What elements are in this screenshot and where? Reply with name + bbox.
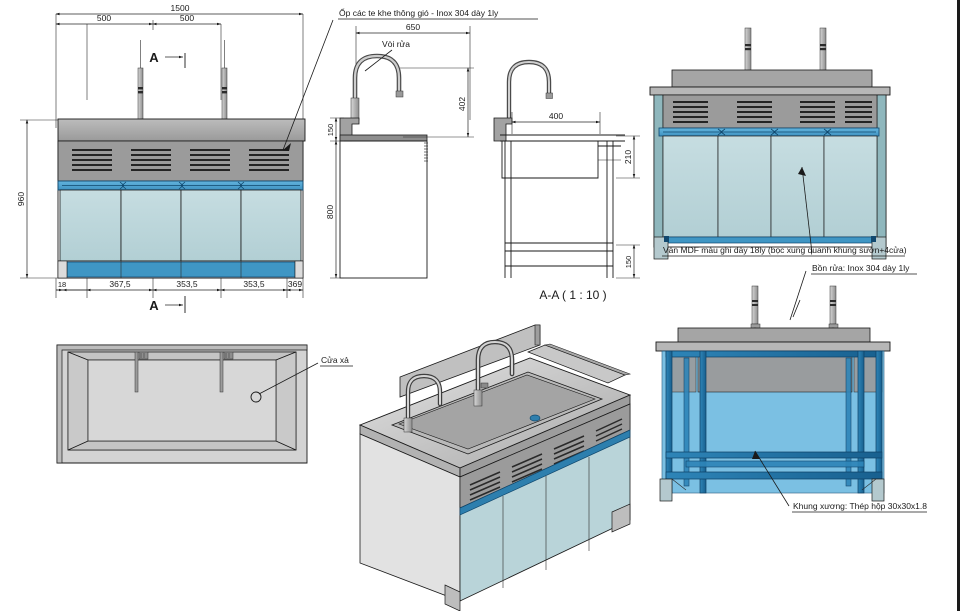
section-aa-view [493,59,640,279]
counter-plate-frame [655,341,891,352]
counter-lip-3d [649,86,891,96]
dim-chain-2: 353,5 [176,279,198,289]
isometric-view [358,324,632,611]
faucet-section [506,59,553,124]
drain-iso [529,414,541,422]
dim-chain-3: 353,5 [243,279,265,289]
cabinet-doors [59,189,302,262]
dim-cabinet-height: 800 [325,205,335,219]
label-faucet: Vòi rửa [382,39,410,49]
dim-chain-0: 18 [58,280,66,289]
steel-frame-view [655,285,891,507]
section-letter-bottom: A [149,298,159,313]
drain-opening [250,391,262,403]
front-elevation-view [20,12,306,313]
dim-spacing-left: 500 [97,13,111,23]
dim-overall-width: 1500 [171,3,190,13]
label-vent-cover: Ốp các te khe thông gió - Inox 304 dày 1… [339,7,499,18]
dim-faucet-height: 402 [457,97,467,111]
dim-backsplash-height: 150 [326,124,335,137]
dim-depth: 650 [406,22,420,32]
faucet-iso-left [403,373,443,433]
dim-basin-height: 210 [623,150,633,164]
section-aa-title: A-A ( 1 : 10 ) [539,288,606,302]
dim-spacing-right: 500 [180,13,194,23]
countertop-slab [57,118,306,142]
faucet-frame-left [750,285,761,335]
faucet-plan-left [134,351,149,393]
label-steel-frame: Khung xương: Thép hộp 30x30x1.8 [793,501,927,511]
dim-chain-1: 367,5 [109,279,131,289]
dim-chain-4: 369 [288,279,302,289]
dim-shelf-height: 150 [624,256,633,269]
section-mark-top [165,53,186,68]
label-mdf-board: Ván MDF màu ghi dày 18ly (bọc xung quanh… [663,245,907,255]
vent-slats [72,148,289,172]
front-3d-view [649,27,891,321]
steel-tube-members [659,350,885,502]
label-drain: Cửa xả [321,355,349,365]
cabinet-doors-3d [662,135,878,238]
faucet-frame-right [828,285,839,335]
top-plan-view [56,344,319,464]
faucet-plan-right [219,351,234,393]
faucet-iso-right [473,339,515,407]
dim-overall-height: 960 [16,192,26,206]
dim-sink-depth: 400 [549,111,563,121]
side-elevation-view [282,19,474,279]
label-sink-basin: Bồn rửa: Inox 304 dày 1ly [812,263,910,273]
section-mark-bottom [165,296,186,313]
faucet-side [350,53,404,123]
section-letter-top: A [149,50,159,65]
